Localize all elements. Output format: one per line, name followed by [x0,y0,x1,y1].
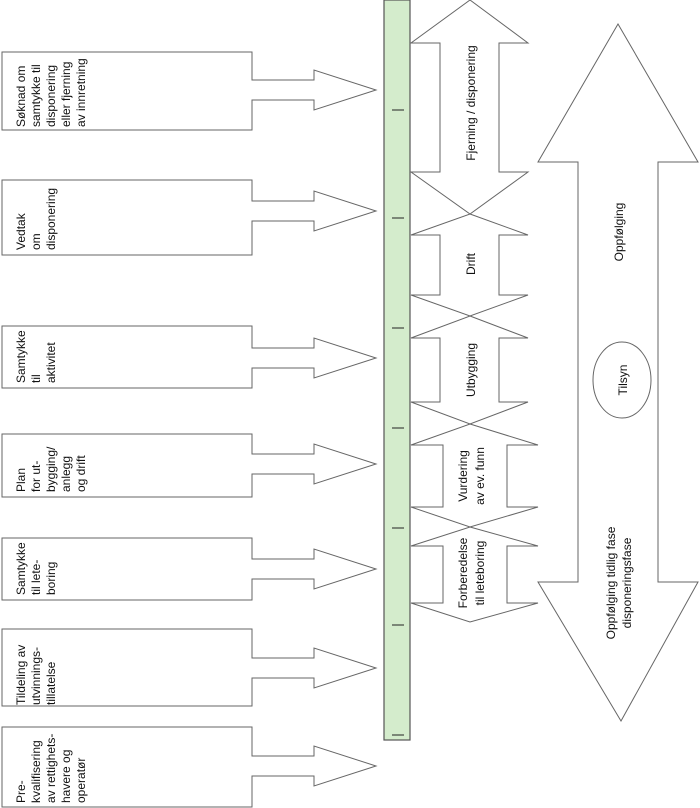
step-label-line: kvalifisering [29,740,43,803]
step-label-line: Samtykke [14,330,28,383]
phase-arrow: Utbygging [410,315,529,425]
step-label-line: til [29,374,43,383]
step-label-line: Plan [14,468,28,492]
followup-top-label: Oppfølging [612,203,626,262]
step-label-line: for ut- [29,461,43,492]
step-arrow [1,628,378,707]
followup-double-arrow: Oppfølging Tilsyn Oppfølging tidlig fase… [537,23,699,723]
tilsyn-ellipse [592,341,652,419]
step-label-line: aktivitet [44,342,58,383]
step-arrow [1,433,378,498]
step-label-line: av rettighets- [44,734,58,803]
step-arrow [1,51,378,131]
step-arrow [1,537,378,601]
step-label-line: operatør [74,758,88,803]
step-label-line: disponering [44,188,58,250]
timeline-bar [383,0,411,741]
step-label-line: tillatelse [44,661,58,705]
step-label-line: Pre- [14,780,28,803]
step-label-line: av innretning [74,58,88,127]
phase-label-line: Utbygging [464,343,478,397]
step-label-line: Vedtak [14,212,28,250]
step-arrow [1,325,378,389]
step-label-line: anlegg [59,456,73,492]
step-label-line: bygging/ [44,446,58,492]
phase-label-line: Fjerning / disponering [464,45,478,160]
phase-label-line: Vurdering [456,450,470,502]
followup-bottom-line-1: Oppfølging tidlig fase [604,526,618,639]
step-arrow [1,179,378,256]
step-label-line: samtykke til [29,64,43,127]
step-label-line: disponering [44,65,58,127]
step-label-line: utvinnings- [29,647,43,705]
phase-label-line: av ev. funn [473,447,487,505]
phase-shape [410,526,539,623]
step-label-line: Samtykke [14,542,28,595]
phase-arrow: Fjerning / disponering [409,0,530,215]
step-label-line: Tildeling av [14,645,28,705]
step-label-line: eller fjerning [59,62,73,127]
phase-label-line: Forberedelse [456,537,470,608]
timeline-ticks [392,109,404,736]
step-label-line: Søknad om [14,66,28,127]
phase-arrows: Fjerning / disponeringDriftUtbyggingVurd… [409,0,539,623]
step-label-line: om [29,233,43,250]
phase-label-line: til leteboring [473,541,487,606]
step-label-line: og drift [74,455,88,492]
tilsyn-label: Tilsyn [616,365,630,396]
followup-bottom-line-2: disponeringsfase [620,537,634,628]
step-arrow [1,726,378,808]
phase-arrow: Drift [410,213,529,317]
step-label-line: havere og [59,750,73,803]
phase-label-line: Drift [464,252,478,275]
step-label-line: til lete- [29,560,43,595]
step-label-line: boring [44,562,58,595]
